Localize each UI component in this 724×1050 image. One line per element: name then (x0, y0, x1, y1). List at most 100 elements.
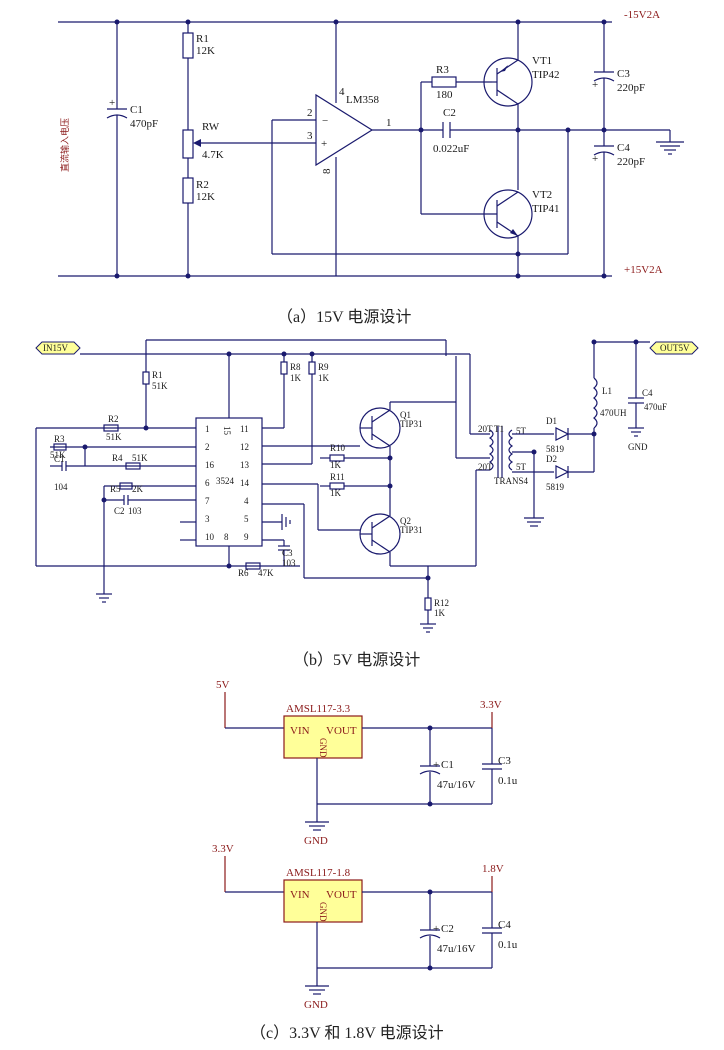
d1-value: 5819 (546, 444, 565, 454)
c-top-cap1v: 47u/16V (437, 779, 476, 791)
t1-name: T1 (494, 424, 504, 434)
b-r2-name: R2 (108, 414, 119, 424)
c1-value: 470pF (130, 118, 158, 130)
pin3-label: 3 (307, 130, 313, 142)
r3-value: 180 (436, 89, 453, 101)
c4-name: C4 (617, 142, 630, 154)
pin8-label: 8 (321, 168, 333, 174)
ic-pin-5: 5 (244, 514, 249, 524)
ic-pin-2: 2 (205, 442, 210, 452)
q1-name: Q1 (400, 410, 411, 420)
c-bot-cap1-plus: + (433, 923, 439, 935)
c-top-vin: VIN (290, 725, 310, 737)
c1-name: C1 (130, 104, 143, 116)
b-c1-value: 104 (54, 482, 68, 492)
c-bot-in: 3.3V (212, 843, 234, 855)
t1-turns-b: 20T (478, 462, 493, 472)
r2-value: 12K (196, 191, 215, 203)
b-r4-name: R4 (112, 453, 123, 463)
c-top-gnd: GND (304, 835, 328, 847)
ic-pin-10: 10 (205, 532, 215, 542)
c-bot-gnd-pin: GND (318, 902, 328, 922)
caption-a: （a）15V 电源设计 (277, 308, 411, 326)
circuit-c-ldo-top: 5V AMSL117-3.3 VIN VOUT GND 3.3V + C1 47… (216, 679, 518, 847)
b-r11-name: R11 (330, 472, 345, 482)
t1-turns-c: 5T (516, 426, 527, 436)
b-c2-value: 103 (128, 506, 142, 516)
b-r1-value: 51K (152, 381, 168, 391)
pin2-label: 2 (307, 107, 313, 119)
opamp-minus: − (322, 115, 328, 127)
ic-pin-12: 12 (240, 442, 249, 452)
t1-turns-d: 5T (516, 462, 527, 472)
b-r9-name: R9 (318, 362, 329, 372)
ic-pin-6: 6 (205, 478, 210, 488)
b-r6-name: R6 (238, 568, 249, 578)
c3-value: 220pF (617, 82, 645, 94)
c-bot-cap2v: 0.1u (498, 939, 518, 951)
c-bot-gnd: GND (304, 999, 328, 1011)
r2-name: R2 (196, 179, 209, 191)
c-top-cap1-plus: + (433, 759, 439, 771)
ldo-bottom-chip (283, 879, 363, 923)
b-r6-value: 47K (258, 568, 274, 578)
b-r3-name: R3 (54, 434, 65, 444)
caption-c: （c）3.3V 和 1.8V 电源设计 (250, 1024, 444, 1042)
opamp-plus: + (321, 138, 327, 150)
q2-value: TIP31 (400, 525, 423, 535)
ic-pin-14: 14 (240, 478, 250, 488)
out5v-label: OUT5V (660, 343, 690, 353)
d2-value: 5819 (546, 482, 565, 492)
c-bot-cap1: C2 (441, 923, 454, 935)
b-c3-value: 103 (282, 558, 296, 568)
b-r5-value: 2K (132, 484, 144, 494)
ic-pin-4: 4 (244, 496, 249, 506)
c-bot-chip: AMSL117-1.8 (286, 867, 351, 879)
c2-value: 0.022uF (433, 143, 469, 155)
c2-name: C2 (443, 107, 456, 119)
r1-name: R1 (196, 33, 209, 45)
in15v-label: IN15V (43, 343, 68, 353)
rw-name: RW (202, 121, 220, 133)
c-top-gnd-pin: GND (318, 738, 328, 758)
b-r2-value: 51K (106, 432, 122, 442)
c1-plus: + (109, 97, 115, 109)
ic-pin-11: 11 (240, 424, 249, 434)
b-r8-value: 1K (290, 373, 302, 383)
d1-name: D1 (546, 416, 557, 426)
rw-value: 4.7K (202, 149, 224, 161)
b-r9-value: 1K (318, 373, 330, 383)
opamp-name: LM358 (346, 94, 380, 106)
b-c2-name: C2 (114, 506, 125, 516)
b-gnd: GND (628, 442, 648, 452)
l1-value: 470UH (600, 408, 627, 418)
c-bot-cap2: C4 (498, 919, 511, 931)
c4-plus: + (592, 153, 598, 165)
b-c1-name: C1 (54, 454, 65, 464)
b-r8-name: R8 (290, 362, 301, 372)
ic-pin-3: 3 (205, 514, 210, 524)
rail-bottom-label: +15V2A (624, 264, 663, 276)
b-r4-value: 51K (132, 453, 148, 463)
caption-b: （b）5V 电源设计 (293, 651, 420, 669)
ic-pin-15: 15 (222, 426, 232, 436)
c-bot-out: 1.8V (482, 863, 504, 875)
ic-pin-16: 16 (205, 460, 215, 470)
b-r12-value: 1K (434, 608, 446, 618)
out5v-port (649, 341, 699, 355)
circuit-a-15v: -15V2A +15V2A 直流输入电压 + C1 470pF R1 12K R… (58, 9, 684, 326)
b-c4-value: 470uF (644, 402, 667, 412)
r1-value: 12K (196, 45, 215, 57)
b-r5-name: R5 (110, 484, 121, 494)
circuit-c-ldo-bottom: 3.3V AMSL117-1.8 VIN VOUT GND 1.8V + C2 … (212, 843, 518, 1042)
c-bot-cap1v: 47u/16V (437, 943, 476, 955)
circuit-b-5v: IN15V OUT5V 3524 1 2 16 6 7 3 10 15 11 1… (35, 339, 699, 669)
c-top-cap2v: 0.1u (498, 775, 518, 787)
b-r1-name: R1 (152, 370, 163, 380)
ic-pin-9: 9 (244, 532, 249, 542)
ldo-top-chip (283, 715, 363, 759)
in15v-port (35, 341, 81, 355)
l1-name: L1 (602, 386, 612, 396)
b-r3-value: 51K (50, 450, 66, 460)
